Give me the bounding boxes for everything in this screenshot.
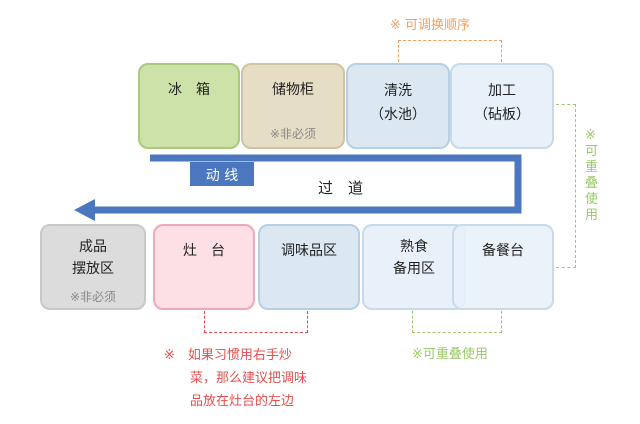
overlap-vertical-bracket [556, 104, 576, 268]
cooked-label: 熟食 备用区 [393, 239, 435, 277]
wash-label: 清洗 （水池） [370, 83, 426, 123]
finished-note: ※非必须 [69, 290, 117, 304]
tip-line-2: 菜，那么建议把调味 [190, 371, 308, 386]
cabinet-label: 储物柜 [272, 82, 314, 98]
wash-box: 清洗 （水池） [346, 63, 450, 149]
flow-tag [190, 162, 254, 186]
aisle-label: 过 道 [318, 179, 364, 197]
overlap-bottom-bracket [412, 311, 502, 333]
overlap-vertical-note: ※ 可 重 叠 使 用 [585, 128, 599, 223]
cooked-box: 熟食 备用区 [362, 224, 466, 310]
process-label: 加工 （砧板） [474, 83, 530, 123]
finished-box: 成品 摆放区 ※非必须 [40, 224, 146, 310]
seasoning-box: 调味品区 [258, 224, 360, 310]
stove-box: 灶 台 [153, 224, 255, 310]
flow-tag-label: 动 线 [205, 168, 239, 184]
finished-label: 成品 摆放区 [72, 239, 114, 277]
cabinet-note: ※非必须 [269, 127, 317, 141]
tip-bracket [204, 311, 308, 333]
serve-label: 备餐台 [482, 243, 524, 259]
tip-line-3: 品放在灶台的左边 [190, 394, 295, 409]
fridge-box: 冰 箱 [138, 63, 240, 149]
swap-note: ※ 可调换顺序 [390, 18, 471, 33]
tip-line-1: ※ 如果习惯用右手炒 [164, 348, 292, 363]
cabinet-box: 储物柜 ※非必须 [241, 63, 345, 149]
seasoning-label: 调味品区 [281, 243, 337, 259]
overlap-bottom-note: ※可重叠使用 [412, 347, 488, 362]
stove-label: 灶 台 [183, 243, 225, 259]
process-box: 加工 （砧板） [450, 63, 554, 149]
swap-bracket [398, 40, 502, 62]
fridge-label: 冰 箱 [168, 82, 210, 98]
serve-box: 备餐台 [452, 224, 554, 310]
